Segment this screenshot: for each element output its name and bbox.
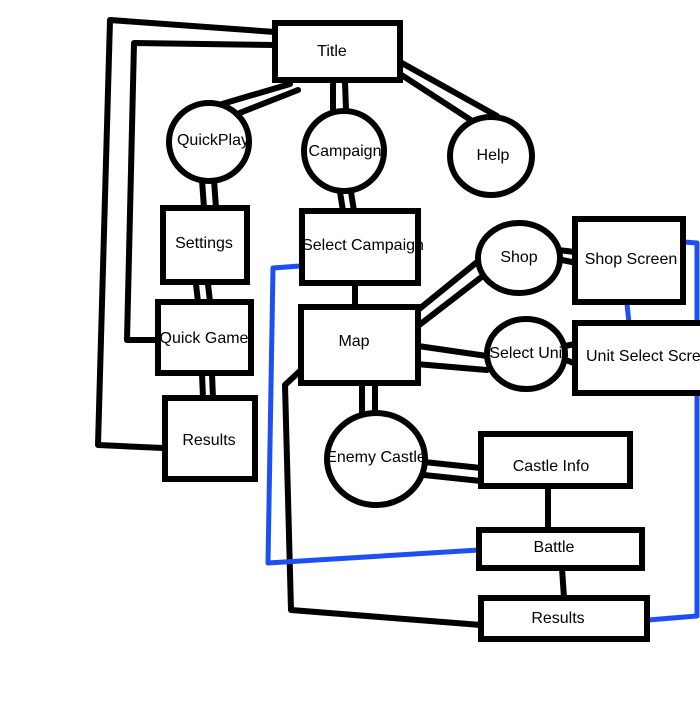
nodes bbox=[155, 20, 700, 642]
label-battle: Battle bbox=[534, 539, 575, 556]
label-results-bottom: Results bbox=[531, 610, 584, 627]
label-selectcampaign: Select Campaign bbox=[302, 237, 424, 254]
label-campaign: Campaign bbox=[309, 143, 382, 160]
edge-results-shopscreen-blue bbox=[645, 239, 700, 623]
edge-title-results-loop bbox=[95, 17, 278, 451]
node-shopscreen-box[interactable] bbox=[572, 216, 686, 305]
node-results-left-box[interactable] bbox=[162, 395, 258, 482]
edge-shopscreen-unitselect-blue bbox=[624, 301, 632, 326]
blue-connectors bbox=[265, 239, 700, 623]
node-title-box[interactable] bbox=[272, 20, 403, 83]
edge-quickgame-results-a bbox=[199, 371, 206, 401]
edge-enemycastle-castleinfo-b bbox=[421, 472, 484, 484]
node-battle-box[interactable] bbox=[476, 527, 645, 571]
connectors bbox=[95, 17, 580, 628]
label-shopscreen: Shop Screen bbox=[585, 251, 678, 268]
label-map: Map bbox=[338, 333, 369, 350]
edge-map-shop-b bbox=[415, 269, 491, 329]
label-castleinfo: Castle Info bbox=[513, 458, 590, 475]
edge-map-selectunit-b bbox=[413, 361, 490, 373]
node-campaign-circle[interactable] bbox=[301, 108, 387, 194]
label-selectunit: Select Unit bbox=[489, 345, 567, 362]
edge-campaign-selectcampaign-b bbox=[348, 189, 357, 214]
edge-campaign-selectcampaign-a bbox=[337, 189, 346, 214]
edge-map-shop-a bbox=[415, 255, 485, 313]
label-title: Title bbox=[317, 43, 347, 60]
edge-battle-results bbox=[559, 565, 567, 601]
label-results-left: Results bbox=[182, 432, 235, 449]
node-enemycastle-circle[interactable] bbox=[324, 410, 428, 508]
edge-title-help-a bbox=[397, 59, 500, 119]
label-settings: Settings bbox=[175, 235, 233, 252]
edge-title-quickgame-loop bbox=[124, 40, 278, 343]
node-castleinfo-box[interactable] bbox=[478, 431, 633, 489]
node-unitselect-box[interactable] bbox=[572, 320, 700, 396]
edge-title-help-b bbox=[397, 71, 483, 129]
edge-title-quickplay-b bbox=[229, 87, 301, 119]
edge-battle-selectcampaign-blue bbox=[265, 263, 482, 566]
label-enemycastle: Enemy Castle bbox=[326, 449, 426, 466]
label-shop: Shop bbox=[500, 249, 537, 266]
edge-title-campaign-b bbox=[342, 79, 349, 113]
node-quickplay-circle[interactable] bbox=[166, 100, 252, 184]
node-shop-circle[interactable] bbox=[475, 220, 563, 296]
edge-map-selectunit-a bbox=[415, 343, 490, 359]
node-selectcampaign-box[interactable] bbox=[299, 208, 421, 286]
edge-results-map-loop bbox=[282, 367, 484, 628]
node-quickgame-box[interactable] bbox=[155, 299, 254, 376]
label-unitselectscreen: Unit Select Scre bbox=[586, 348, 700, 365]
edge-quickplay-settings-a bbox=[199, 177, 207, 211]
node-results-bottom-box[interactable] bbox=[478, 595, 650, 642]
node-labels: Title QuickPlay Campaign Help Settings S… bbox=[160, 43, 700, 627]
label-quickplay: QuickPlay bbox=[177, 132, 249, 149]
edge-title-quickplay-a bbox=[219, 81, 293, 107]
node-map-box[interactable] bbox=[298, 304, 421, 386]
edge-quickgame-results-b bbox=[209, 371, 216, 401]
edge-quickplay-settings-b bbox=[211, 177, 219, 211]
node-help-circle[interactable] bbox=[447, 114, 535, 198]
node-selectunit-circle[interactable] bbox=[484, 316, 568, 392]
edge-enemycastle-castleinfo-a bbox=[421, 459, 484, 471]
node-settings-box[interactable] bbox=[160, 205, 250, 285]
label-help: Help bbox=[477, 147, 510, 164]
label-quickgame: Quick Game bbox=[160, 330, 249, 347]
